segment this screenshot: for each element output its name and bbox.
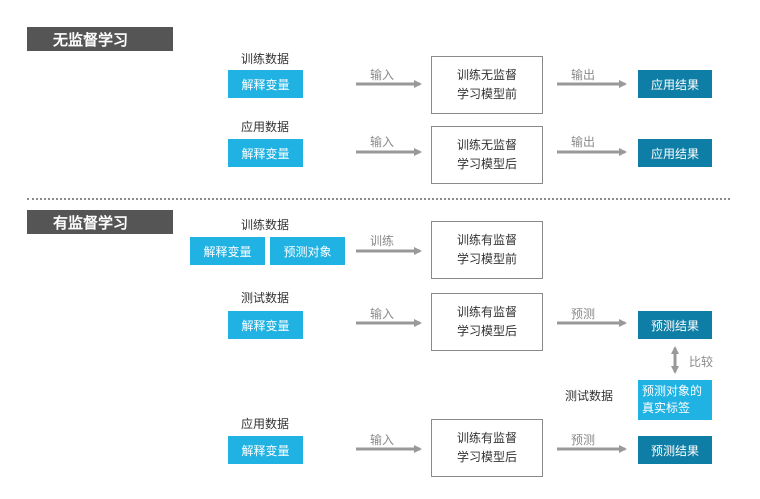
arrow-label-input: 输入 — [370, 307, 395, 321]
section-title-unsupervised: 无监督学习 — [27, 27, 173, 51]
explanatory-variable-chip: 解释变量 — [228, 436, 303, 464]
section-title-supervised: 有监督学习 — [27, 210, 173, 234]
model-box: 训练无监督 学习模型后 — [431, 126, 543, 184]
model-line-1: 训练有监督 — [456, 233, 517, 247]
model-box: 训练无监督 学习模型前 — [431, 56, 543, 114]
model-line-2: 学习模型后 — [456, 157, 517, 171]
prediction-target-chip: 预测对象 — [270, 237, 345, 265]
data-label: 测试数据 — [241, 291, 290, 305]
arrow-label-train: 训练 — [370, 234, 395, 248]
model-box: 训练有监督 学习模型后 — [431, 293, 543, 351]
data-label: 训练数据 — [241, 218, 290, 232]
data-label: 应用数据 — [241, 120, 290, 134]
arrow-label-output: 输出 — [571, 68, 596, 82]
arrow-label-predict: 预测 — [571, 433, 596, 447]
data-label: 应用数据 — [241, 417, 290, 431]
model-line-1: 训练无监督 — [456, 68, 517, 82]
model-box: 训练有监督 学习模型后 — [431, 419, 543, 477]
model-line-1: 训练有监督 — [456, 305, 517, 319]
arrow-label-output: 输出 — [571, 135, 596, 149]
explanatory-variable-chip: 解释变量 — [228, 311, 303, 339]
true-label-box: 预测对象的 真实标签 — [638, 380, 712, 420]
prediction-result-box: 预测结果 — [638, 436, 712, 464]
section-divider — [27, 198, 730, 200]
arrow-label-predict: 预测 — [571, 307, 596, 321]
explanatory-variable-chip: 解释变量 — [228, 139, 303, 167]
apply-result-box: 应用结果 — [638, 70, 712, 98]
model-line-2: 学习模型前 — [456, 87, 517, 101]
true-label-line-1: 预测对象的 — [642, 384, 703, 398]
model-box: 训练有监督 学习模型前 — [431, 221, 543, 279]
apply-result-box: 应用结果 — [638, 139, 712, 167]
explanatory-variable-chip: 解释变量 — [228, 70, 303, 98]
arrow-label-input: 输入 — [370, 433, 395, 447]
explanatory-variable-chip: 解释变量 — [190, 237, 265, 265]
arrow-label-input: 输入 — [370, 68, 395, 82]
compare-label: 比较 — [689, 355, 714, 369]
data-label: 训练数据 — [241, 52, 290, 66]
truth-data-label: 测试数据 — [565, 389, 614, 403]
model-line-2: 学习模型前 — [456, 252, 517, 266]
model-line-2: 学习模型后 — [456, 450, 517, 464]
model-line-2: 学习模型后 — [456, 324, 517, 338]
model-line-1: 训练有监督 — [456, 431, 517, 445]
model-line-1: 训练无监督 — [456, 138, 517, 152]
arrow-label-input: 输入 — [370, 135, 395, 149]
true-label-line-2: 真实标签 — [642, 401, 691, 415]
prediction-result-box: 预测结果 — [638, 311, 712, 339]
